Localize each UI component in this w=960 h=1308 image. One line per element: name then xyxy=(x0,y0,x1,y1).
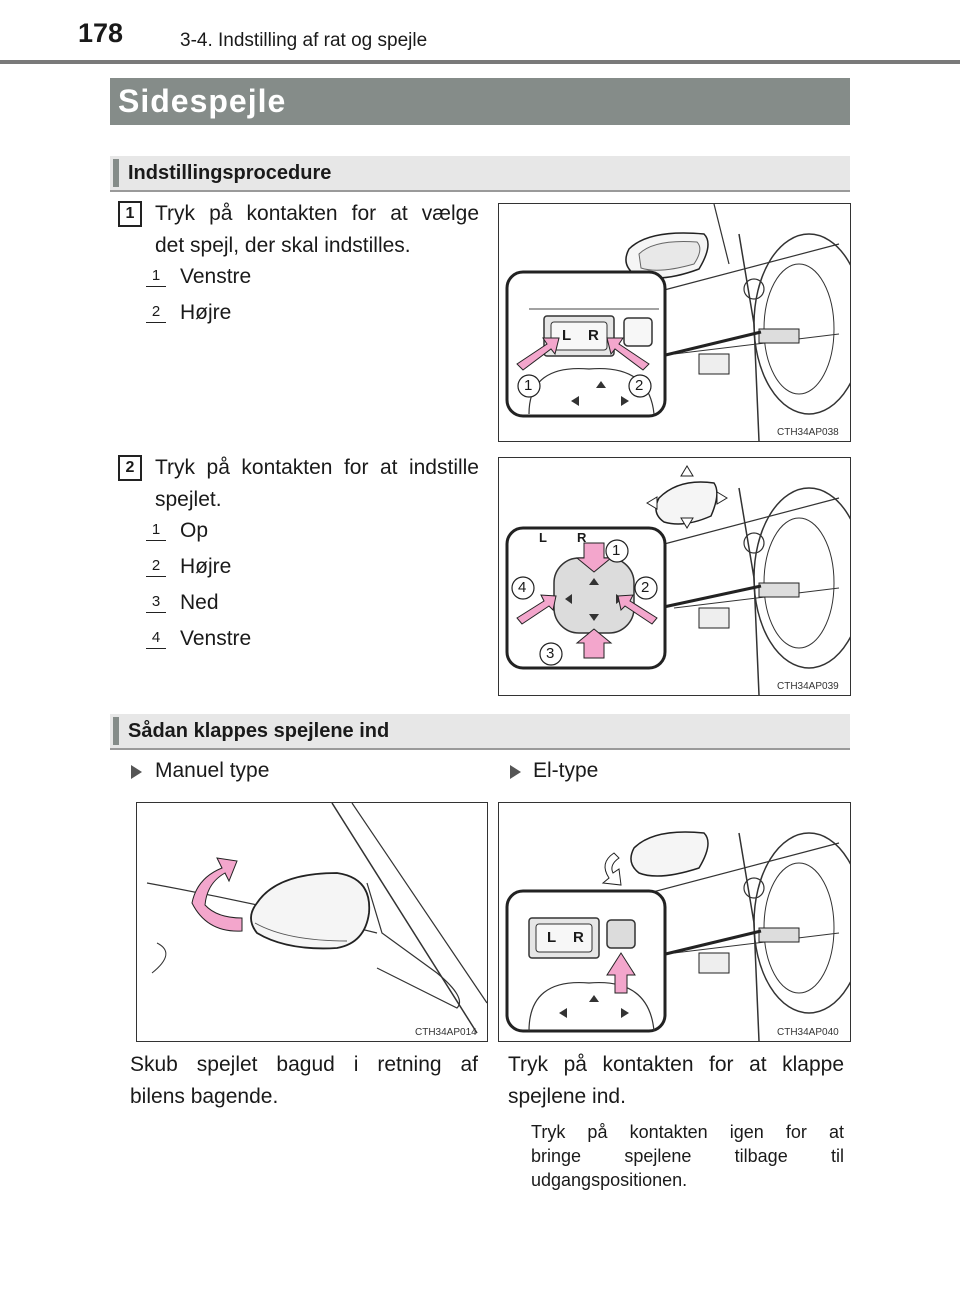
manual-instruction-line2: bilens bagende. xyxy=(130,1085,279,1108)
switch-label-r: R xyxy=(588,327,599,344)
switch-label-r: R xyxy=(573,929,584,946)
figure-code: CTH34AP038 xyxy=(777,427,839,438)
header-rule xyxy=(0,60,960,64)
manual-instruction-line1: Skub spejlet bagud i retning af xyxy=(130,1053,478,1076)
section-heading-label: Sådan klappes spejlene ind xyxy=(128,720,390,742)
callout-up: 1 xyxy=(612,542,621,559)
step2-text-line1: Tryk på kontakten for at indstille xyxy=(155,456,479,479)
step2-item-3-number: 3 xyxy=(146,592,166,613)
heading-marker xyxy=(113,159,119,187)
figure-manual-fold: CTH34AP014 xyxy=(136,802,488,1042)
section-heading-label: Indstillingsprocedure xyxy=(128,162,332,184)
callout-right: 2 xyxy=(641,579,650,596)
step2-item-1-number: 1 xyxy=(146,520,166,541)
chapter-title: 3-4. Indstilling af rat og spejle xyxy=(180,30,428,51)
callout-down: 3 xyxy=(546,645,555,662)
page-title: Sidespejle xyxy=(118,83,287,119)
step1-item-1-label: Venstre xyxy=(180,265,252,288)
manual-fold-illustration xyxy=(146,803,487,1034)
mirror-adjust-illustration xyxy=(505,465,850,695)
figure-code: CTH34AP014 xyxy=(415,1027,477,1038)
step1-item-2-label: Højre xyxy=(180,301,232,324)
electric-note-line2: bringe spejlene tilbage til xyxy=(531,1146,844,1166)
step2-text-line2: spejlet. xyxy=(155,488,222,511)
step2-item-3-label: Ned xyxy=(180,591,219,614)
step-number-1: 1 xyxy=(118,201,142,227)
electric-fold-illustration xyxy=(505,831,850,1041)
step2-item-4-label: Venstre xyxy=(180,627,252,650)
electric-note-line1: Tryk på kontakten igen for at xyxy=(531,1122,844,1142)
figure-mirror-adjust: 1 2 3 4 L R CTH34AP039 xyxy=(498,457,851,696)
electric-instruction-line2: spejlene ind. xyxy=(508,1085,626,1108)
manual-type-label: Manuel type xyxy=(155,759,270,782)
bullet-triangle-icon xyxy=(510,765,521,779)
section-heading-fold: Sådan klappes spejlene ind xyxy=(110,714,850,750)
electric-instruction-line1: Tryk på kontakten for at klappe xyxy=(508,1053,844,1076)
mirror-select-illustration xyxy=(505,204,850,441)
electric-type-label: El-type xyxy=(533,759,599,782)
step1-text-line2: det spejl, der skal indstilles. xyxy=(155,234,411,257)
electric-note-line3: udgangspositionen. xyxy=(531,1170,688,1190)
bullet-triangle-icon xyxy=(131,765,142,779)
page-number: 178 xyxy=(78,18,124,48)
heading-marker xyxy=(113,717,119,745)
callout-1: 1 xyxy=(524,377,533,394)
callout-left: 4 xyxy=(518,579,527,596)
figure-electric-fold: L R CTH34AP040 xyxy=(498,802,851,1042)
title-bar xyxy=(110,78,850,125)
figure-mirror-select: L R 1 2 CTH34AP038 xyxy=(498,203,851,442)
step2-item-1-label: Op xyxy=(180,519,209,542)
step2-item-2-label: Højre xyxy=(180,555,232,578)
figure-code: CTH34AP040 xyxy=(777,1027,839,1038)
step2-item-2-number: 2 xyxy=(146,556,166,577)
callout-2: 2 xyxy=(635,377,644,394)
switch-label-r: R xyxy=(577,530,587,545)
figure-code: CTH34AP039 xyxy=(777,681,839,692)
switch-label-l: L xyxy=(547,929,557,946)
step2-item-4-number: 4 xyxy=(146,628,166,649)
step-number-2: 2 xyxy=(118,455,142,481)
step1-item-2-number: 2 xyxy=(146,302,166,323)
switch-label-l: L xyxy=(539,530,547,545)
step1-item-1-number: 1 xyxy=(146,266,166,287)
section-heading-procedure: Indstillingsprocedure xyxy=(110,156,850,192)
switch-label-l: L xyxy=(562,327,572,344)
step1-text-line1: Tryk på kontakten for at vælge xyxy=(155,202,479,225)
